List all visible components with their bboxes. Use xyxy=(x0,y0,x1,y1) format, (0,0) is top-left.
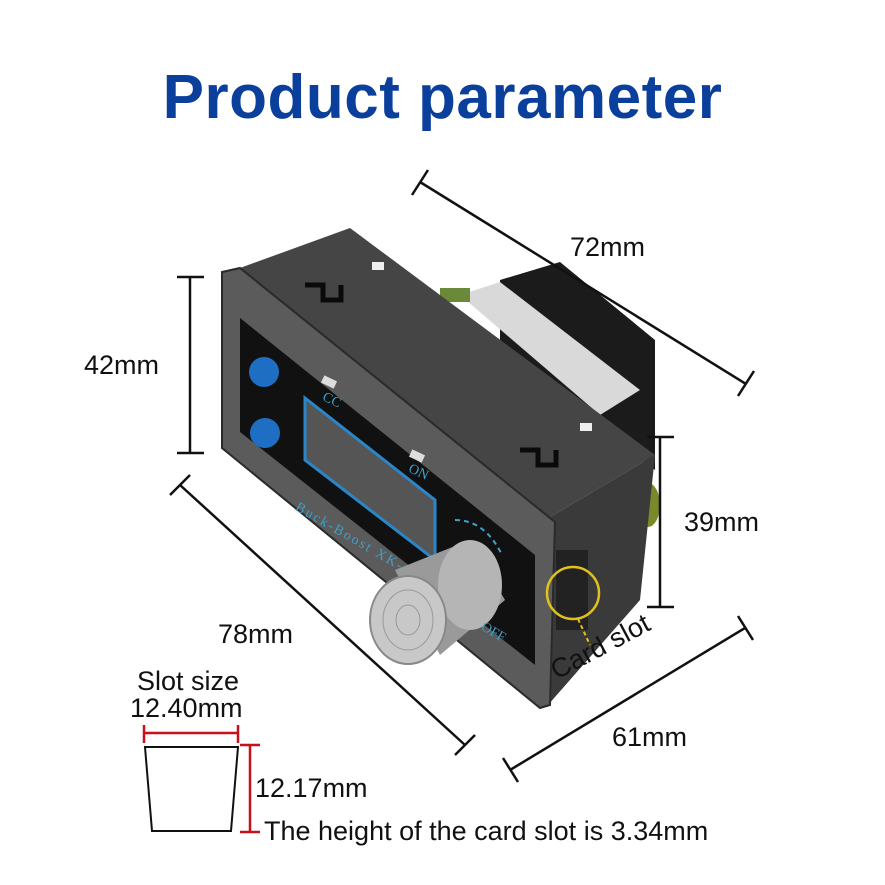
dimension-72mm: 72mm xyxy=(570,232,646,262)
slot-dimension-marks xyxy=(142,725,260,834)
dimension-lines xyxy=(169,169,756,783)
card-slot-highlight xyxy=(545,565,601,621)
slot-size-label: Slot size xyxy=(137,666,240,696)
callout-line xyxy=(577,618,591,646)
rotate-arrow-icon xyxy=(454,519,503,556)
heatsink xyxy=(440,262,660,527)
button-sw[interactable] xyxy=(249,357,279,387)
capacitor xyxy=(440,288,470,302)
page-title: Product parameter xyxy=(162,63,723,132)
slot-height-note: The height of the card slot is 3.34mm xyxy=(264,816,709,846)
clip-notch xyxy=(305,282,344,303)
rotary-knob[interactable] xyxy=(369,540,505,665)
slot-shape xyxy=(143,746,240,832)
dimension-42mm: 42mm xyxy=(84,350,160,380)
button-vi[interactable] xyxy=(250,418,280,448)
case-top xyxy=(240,228,655,520)
slot-width-label: 12.40mm xyxy=(130,693,243,723)
clip-notch xyxy=(520,447,559,468)
dimension-78mm: 78mm xyxy=(218,619,294,649)
dimension-39mm: 39mm xyxy=(684,507,760,537)
case-side xyxy=(545,455,655,705)
slot-depth-label: 12.17mm xyxy=(255,773,368,803)
dimension-61mm: 61mm xyxy=(612,722,688,752)
